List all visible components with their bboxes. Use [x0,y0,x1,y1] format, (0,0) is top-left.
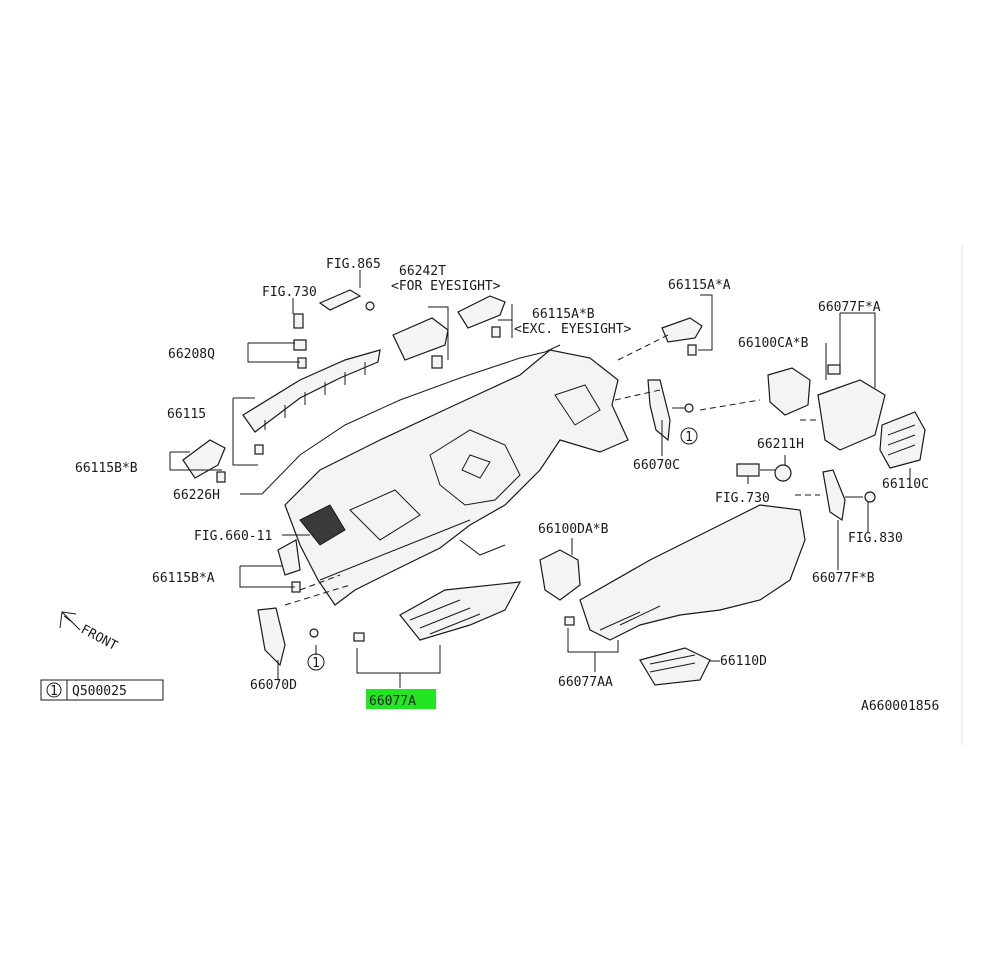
vent-66110D [639,647,711,686]
label-66100DAxB[interactable]: 66100DA*B [538,522,609,537]
label-66110D[interactable]: 66110D [720,654,767,669]
label-66070C[interactable]: 66070C [633,458,680,473]
label-66077FxB[interactable]: 66077F*B [812,571,875,586]
label-66115AxA[interactable]: 66115A*A [668,278,731,293]
label-66077A-highlight[interactable]: 66077A [369,694,416,709]
leader-lines [169,270,911,688]
trim-66077FxB [822,469,876,522]
sensor-bar-fig865 [318,289,375,311]
lower-cover-66077A [353,581,522,642]
bracket-66070C [647,379,694,442]
label-66226H[interactable]: 66226H [173,488,220,503]
cover-66115BxB [182,439,226,483]
switch-66211H [736,463,792,482]
cover-66115AxB [457,295,506,338]
highlight-box [366,689,436,709]
dashed-lines [284,334,820,606]
label-66100CAxB[interactable]: 66100CA*B [738,336,809,351]
label-66208Q[interactable]: 66208Q [168,347,215,362]
label-66077AA[interactable]: 66077AA [558,675,613,690]
panel-66077FxA [817,364,886,451]
legend-part: Q500025 [72,684,127,699]
label-66115BxB[interactable]: 66115B*B [75,461,138,476]
legend-box [40,679,164,701]
label-66242T[interactable]: 66242T [399,264,446,279]
cover-66242T [392,317,449,369]
cover-66115BxA [277,539,301,593]
label-fig730-right[interactable]: FIG.730 [715,491,770,506]
upper-panel-66115 [242,349,381,455]
label-66115AxB[interactable]: 66115A*B [532,307,595,322]
callout-circle-1 [680,427,698,445]
callout-2: 1 [312,656,320,671]
label-fig730-top[interactable]: FIG.730 [262,285,317,300]
label-66115BxA[interactable]: 66115B*A [152,571,215,586]
cover-66115AxA [661,317,703,356]
front-arrow [59,610,81,631]
label-66077FxA[interactable]: 66077F*A [818,300,881,315]
strip-66226H [261,344,561,495]
label-66115[interactable]: 66115 [167,407,206,422]
label-fig830[interactable]: FIG.830 [848,531,903,546]
duct-66100CAxB [767,367,811,416]
glovebox-66077AA [564,504,806,641]
callout-1: 1 [685,430,693,445]
callout-circle-2 [307,653,325,671]
label-66211H[interactable]: 66211H [757,437,804,452]
label-fig660-11[interactable]: FIG.660-11 [194,529,272,544]
label-for-eyesight: <FOR EYESIGHT> [391,279,501,294]
bracket-66070D [257,607,319,667]
diagram-code: A660001856 [861,699,939,714]
duct-66100DAxB [539,549,581,601]
label-66110C[interactable]: 66110C [882,477,929,492]
vent-66110C [879,411,926,469]
label-exc-eyesight: <EXC. EYESIGHT> [514,322,632,337]
label-fig865[interactable]: FIG.865 [326,257,381,272]
clip-66208Q [293,313,307,369]
label-66070D[interactable]: 66070D [250,678,297,693]
instrument-panel [284,349,629,606]
label-front: FRONT [78,622,120,654]
legend-number: 1 [50,684,58,699]
